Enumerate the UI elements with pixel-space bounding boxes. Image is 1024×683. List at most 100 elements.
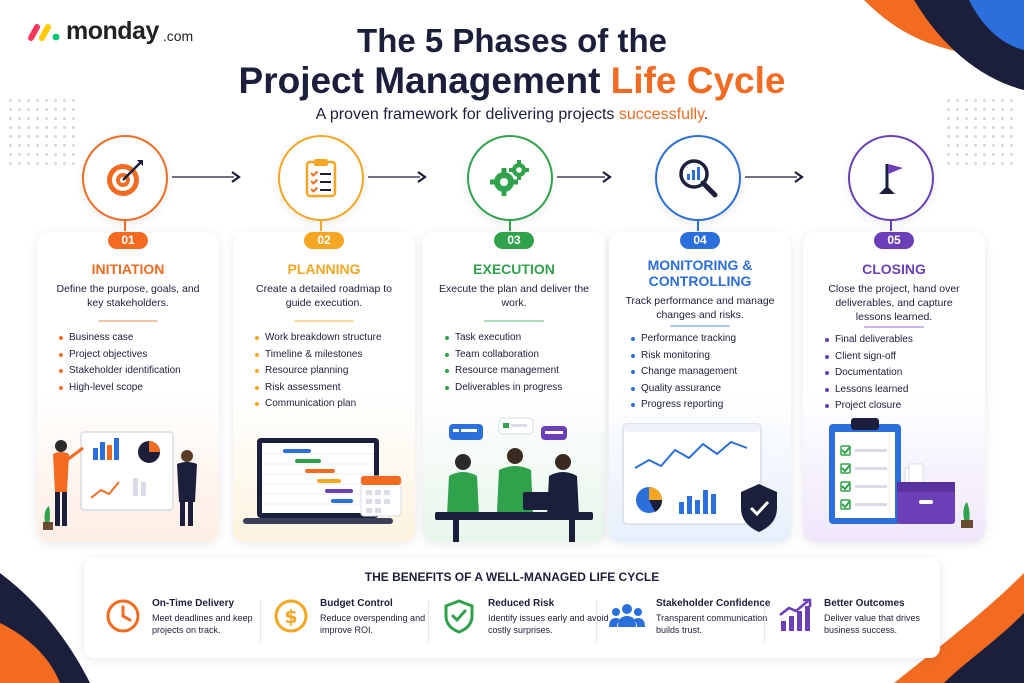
list-item: Business case	[59, 330, 211, 347]
phase-description: Define the purpose, goals, and key stake…	[56, 283, 200, 309]
list-item: Team collaboration	[445, 347, 597, 364]
connector-stem-1	[124, 221, 126, 231]
phase-circle-monitoring	[655, 135, 741, 221]
team-collaboration-illustration	[435, 417, 593, 542]
phase-items: Work breakdown structure Timeline & mile…	[255, 330, 407, 413]
list-item: Performance tracking	[631, 331, 783, 348]
target-icon	[107, 160, 143, 196]
connector-stem-3	[509, 221, 511, 231]
flag-icon	[879, 164, 903, 194]
arrow-3-4	[557, 171, 612, 183]
presentation-illustration	[43, 431, 197, 530]
decorative-dots-left	[6, 96, 76, 166]
list-item: Lessons learned	[825, 382, 977, 399]
phase-card-monitoring: 04 MONITORING & CONTROLLING Track perfor…	[609, 232, 791, 542]
connector-stem-4	[697, 221, 699, 231]
phase-items: Task execution Team collaboration Resour…	[445, 330, 597, 396]
phase-circle-initiation	[82, 135, 168, 221]
list-item: Progress reporting	[631, 397, 783, 414]
phase-items: Business case Project objectives Stakeho…	[59, 330, 211, 396]
phase-circle-execution	[467, 135, 553, 221]
title-accent: Life Cycle	[610, 60, 786, 101]
phase-number: 03	[494, 232, 534, 249]
list-item: Task execution	[445, 330, 597, 347]
benefit-budget-control: $ Budget Control Reduce overspending and…	[272, 595, 437, 645]
phase-items: Performance tracking Risk monitoring Cha…	[631, 331, 783, 414]
connector-stem-5	[890, 221, 892, 231]
clipboard-box-illustration	[829, 418, 973, 528]
magnifier-chart-icon	[679, 159, 718, 198]
list-item: Documentation	[825, 365, 977, 382]
decorative-wave-bottom-left	[0, 573, 90, 683]
phase-card-initiation: 01 INITIATION Define the purpose, goals,…	[37, 232, 219, 542]
title-main: Project Management	[238, 60, 611, 101]
growth-chart-icon	[779, 598, 812, 631]
phase-title: EXECUTION	[473, 261, 555, 277]
page-title-line1: The 5 Phases of the	[357, 22, 667, 59]
list-item: Change management	[631, 364, 783, 381]
phase-number: 02	[304, 232, 344, 249]
brand-suffix: .com	[162, 27, 194, 44]
list-item: High-level scope	[59, 380, 211, 397]
dashboard-illustration	[622, 423, 777, 532]
benefit-name: Stakeholder Confidence	[656, 598, 771, 609]
phase-card-execution: 03 EXECUTION Execute the plan and delive…	[423, 232, 605, 542]
phase-divider	[864, 326, 924, 328]
list-item: Communication plan	[255, 396, 407, 413]
list-item: Risk assessment	[255, 380, 407, 397]
benefit-name: Reduced Risk	[488, 598, 555, 609]
benefits-panel: THE BENEFITS OF A WELL-MANAGED LIFE CYCL…	[84, 558, 940, 658]
divider	[596, 600, 597, 642]
benefit-reduced-risk: Reduced Risk Identify issues early and a…	[440, 595, 609, 645]
phase-title: CLOSING	[862, 261, 926, 277]
benefit-name: Better Outcomes	[824, 598, 905, 609]
phase-divider	[98, 320, 158, 322]
list-item: Stakeholder identification	[59, 363, 211, 380]
benefits-title: THE BENEFITS OF A WELL-MANAGED LIFE CYCL…	[364, 570, 660, 584]
benefit-description: Transparent communication builds trust.	[656, 613, 768, 635]
phase-card-closing: 05 CLOSING Close the project, hand over …	[803, 232, 985, 542]
clipboard-checklist-icon	[305, 159, 337, 198]
list-item: Quality assurance	[631, 381, 783, 398]
clock-icon	[106, 599, 140, 633]
benefit-stakeholder-confidence: Stakeholder Confidence Transparent commu…	[608, 595, 773, 645]
list-item: Work breakdown structure	[255, 330, 407, 347]
dollar-coin-icon: $	[274, 599, 308, 633]
phase-items: Final deliverables Client sign-off Docum…	[825, 332, 977, 415]
list-item: Timeline & milestones	[255, 347, 407, 364]
phase-number: 01	[108, 232, 148, 249]
phase-description: Create a detailed roadmap to guide execu…	[255, 283, 392, 309]
divider	[260, 600, 261, 642]
benefit-description: Meet deadlines and keep projects on trac…	[152, 613, 253, 635]
phase-description: Track performance and manage changes and…	[625, 295, 775, 321]
subtitle-end: .	[703, 106, 709, 123]
people-icon	[609, 604, 645, 627]
list-item: Resource management	[445, 363, 597, 380]
benefit-description: Identify issues early and avoid costly s…	[488, 613, 609, 635]
list-item: Deliverables in progress	[445, 380, 597, 397]
list-item: Final deliverables	[825, 332, 977, 349]
divider	[428, 600, 429, 642]
benefit-name: On-Time Delivery	[152, 598, 235, 609]
gears-icon	[490, 160, 529, 196]
phase-title: MONITORING & CONTROLLING	[647, 257, 753, 289]
phase-divider	[670, 325, 730, 327]
phase-circle-planning	[278, 135, 364, 221]
brand-logo[interactable]: monday .com	[26, 17, 193, 46]
benefit-description: Reduce overspending and improve ROI.	[320, 613, 426, 635]
arrow-4-5	[745, 171, 804, 183]
subtitle-accent: successfully	[618, 106, 704, 123]
decorative-wave-bottom-right	[894, 573, 1024, 683]
phase-title: INITIATION	[91, 261, 165, 277]
arrow-2-3	[368, 171, 427, 183]
phase-description: Execute the plan and deliver the work.	[438, 283, 590, 309]
phase-divider	[484, 320, 544, 322]
benefit-on-time-delivery: On-Time Delivery Meet deadlines and keep…	[104, 595, 269, 645]
phase-card-planning: 02 PLANNING Create a detailed roadmap to…	[233, 232, 415, 542]
brand-name: monday	[66, 17, 159, 45]
list-item: Project objectives	[59, 347, 211, 364]
benefit-name: Budget Control	[320, 598, 393, 609]
svg-text:$: $	[284, 606, 297, 628]
phase-number: 05	[874, 232, 914, 249]
divider	[764, 600, 765, 642]
